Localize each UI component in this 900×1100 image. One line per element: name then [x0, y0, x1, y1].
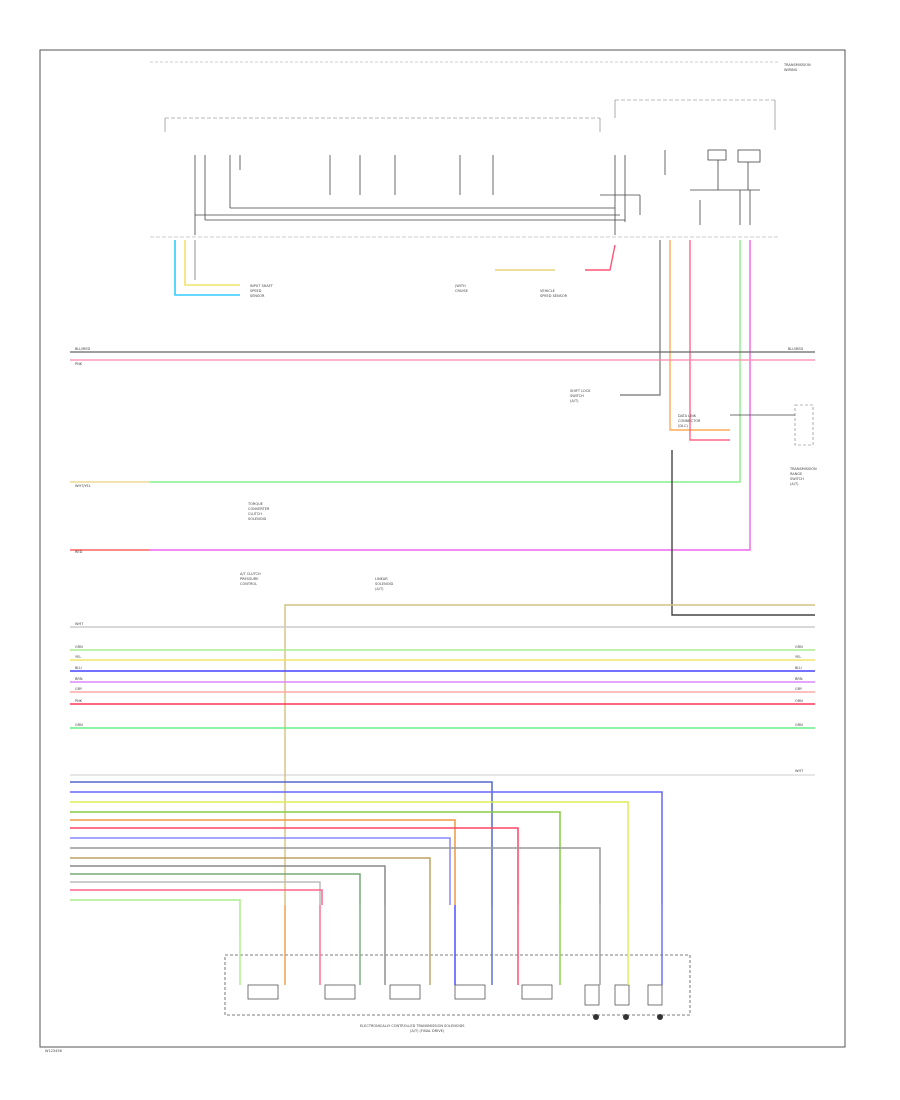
title-top-right-1: TRANSMISSION — [783, 63, 811, 67]
wire-label-right-6: GRY — [795, 687, 803, 691]
left-sensor-label-2: SPEED — [250, 289, 262, 293]
wire-label-right-2: GRN — [795, 645, 803, 649]
wire-label-left-9: BRN — [75, 677, 83, 681]
left-sensor-wires — [174, 240, 240, 296]
left-sensor-label-3: SENSOR — [250, 294, 265, 298]
vss-label-1: VEHICLE — [540, 289, 555, 293]
bus-wires-top — [70, 351, 815, 361]
mid-left-label-3: CLUTCH — [248, 512, 262, 516]
right-box-label-2: RANGE — [790, 472, 802, 476]
diagram-frame — [39, 49, 846, 1048]
vss-label-2: SPEED SENSOR — [540, 294, 568, 298]
wire-label-left-4: RED — [75, 550, 83, 554]
right-box-label-4: (A/T) — [790, 482, 799, 486]
wire-label-right-1: BLU/RED — [788, 347, 804, 351]
mid-center-label-3: CONTROL — [240, 582, 257, 586]
mid-center-label-2: PRESSURE — [240, 577, 258, 581]
dlc-box — [794, 404, 814, 446]
wire-label-left-10: GRY — [75, 687, 83, 691]
mid-low-label-1: LINEAR — [375, 577, 388, 581]
cruise-label-1: (WITH — [455, 284, 466, 288]
solenoid-wires — [70, 781, 663, 935]
wire-label-left-11: PNK — [75, 699, 83, 703]
wire-label-right-8: GRN — [795, 723, 803, 727]
data-link-label-3: (DLC) — [678, 424, 688, 428]
mid-left-label-4: SOLENOID — [248, 517, 267, 521]
switch-label-1: SHIFT LOCK — [570, 389, 591, 393]
switch-label-3: (A/T) — [570, 399, 579, 403]
wire-label-left-1: BLU/RED — [75, 347, 91, 351]
ground-symbols — [593, 1014, 663, 1020]
wire-label-left-12: GRN — [75, 723, 83, 727]
right-vertical-wires — [150, 240, 815, 616]
data-link-label-1: DATA LINK — [678, 414, 697, 418]
wire-label-left-6: GRN — [75, 645, 83, 649]
wire-label-left-5: WHT — [75, 622, 84, 626]
wire-label-left-7: YEL — [75, 655, 81, 659]
wire-label-right-3: YEL — [795, 655, 801, 659]
data-link-label-2: CONNECTOR — [678, 419, 701, 423]
wire-label-right-4: BLU — [795, 666, 802, 670]
wire-label-right-7: ORN — [795, 699, 803, 703]
wire-label-left-2: PNK — [75, 362, 83, 366]
wire-tan — [284, 604, 815, 905]
mid-center-label-1: A/T CLUTCH — [240, 572, 261, 576]
cruise-label-2: CRUISE — [455, 289, 468, 293]
solenoid-blocks — [224, 954, 691, 1016]
solenoid-drops — [239, 905, 663, 985]
wire-label-left-3: WHT/YEL — [75, 484, 91, 488]
wire-label-right-5: BRN — [795, 677, 803, 681]
wire-label-right-9: WHT — [795, 769, 804, 773]
right-box-label-1: TRANSMISSION — [789, 467, 817, 471]
mid-low-label-3: (A/T) — [375, 587, 384, 591]
footer-code: W123456 — [45, 1049, 62, 1053]
wire-label-left-8: BLU — [75, 666, 82, 670]
mid-low-label-2: SOLENOID — [375, 582, 394, 586]
title-top-right-2: WIRING — [784, 68, 798, 72]
ecm-connector-box — [164, 99, 776, 235]
bottom-label-2: (A/T) (FINAL DRIVE) — [410, 1029, 445, 1033]
bottom-label-1: ELECTRONICALLY CONTROLLED TRANSMISSION S… — [360, 1024, 465, 1028]
right-box-label-3: SWITCH — [790, 477, 804, 481]
switch-label-2: SWITCH — [570, 394, 584, 398]
vss-wires — [495, 244, 616, 271]
mid-left-label-2: CONVERTER — [248, 507, 270, 511]
bus-wires-colored — [70, 626, 815, 729]
left-sensor-label-1: INPUT SHAFT — [250, 284, 274, 288]
mid-left-label-1: TORQUE — [247, 502, 263, 506]
